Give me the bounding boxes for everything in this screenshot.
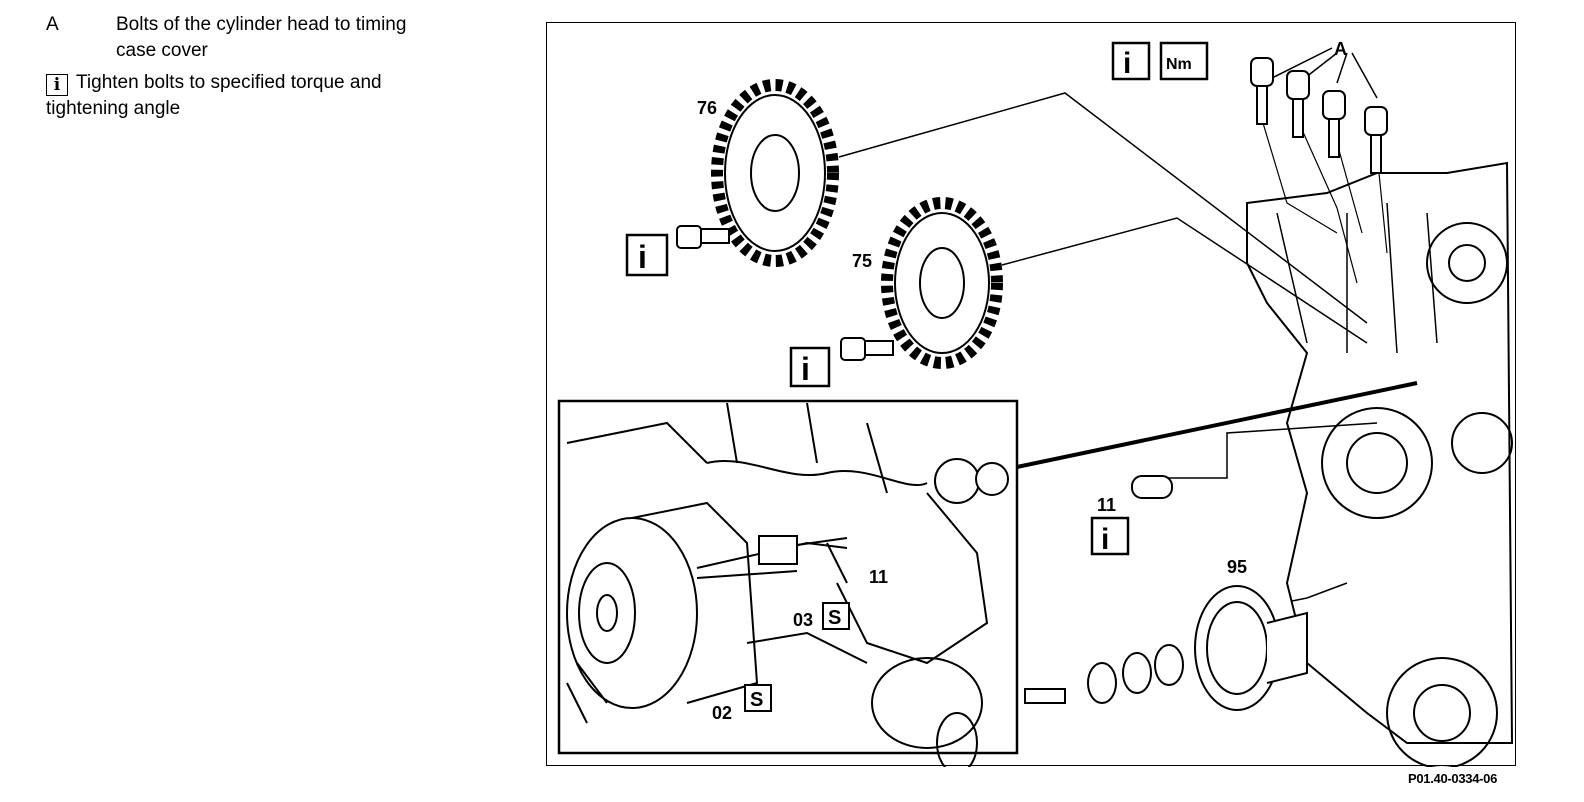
torque-symbol-a xyxy=(1159,41,1209,81)
inset-callout-11: 11 xyxy=(869,567,888,587)
pin-11 xyxy=(1131,475,1173,499)
legend-note-line1: Tighten bolts to specified torque and xyxy=(76,72,382,93)
sprocket-76-bolt xyxy=(676,225,702,249)
inset-callout-03: 03 xyxy=(793,610,813,630)
torque-symbol-a-glyph: Nm xyxy=(1166,56,1192,73)
sprocket-75 xyxy=(881,197,1003,369)
info-symbol-75-glyph: i xyxy=(801,351,810,387)
legend-note-line2: tightening angle xyxy=(46,98,181,119)
callout-11: 11 xyxy=(1097,495,1116,515)
legend-item-a: A Bolts of the cylinder head to timing c… xyxy=(46,12,466,64)
info-icon: i xyxy=(46,74,68,96)
legend-text-a-line1: Bolts of the cylinder head to timing xyxy=(116,14,407,35)
bolt-a-1-head xyxy=(1250,57,1274,87)
engine-block xyxy=(1246,161,1514,744)
pulley-95-assembly xyxy=(1024,585,1308,711)
info-symbol-75 xyxy=(789,346,831,388)
info-symbol-11 xyxy=(1090,516,1130,556)
callout-75: 75 xyxy=(852,251,872,271)
legend-text-a-line2: case cover xyxy=(116,40,208,61)
tool-symbol-03-glyph: S xyxy=(828,607,841,629)
inset-nut xyxy=(758,535,798,565)
bolt-a-3-head xyxy=(1322,90,1346,120)
figure-code: P01.40-0334-06 xyxy=(1408,771,1498,786)
sprocket-75-bolt xyxy=(840,337,866,361)
callout-95: 95 xyxy=(1227,557,1247,577)
info-symbol-a xyxy=(1111,41,1151,81)
legend-text-a: Bolts of the cylinder head to timing cas… xyxy=(116,12,406,64)
callout-a: A xyxy=(1334,39,1347,59)
info-symbol-a-glyph: i xyxy=(1123,47,1131,80)
info-symbol-11-glyph: i xyxy=(1101,523,1109,556)
legend-note: i Tighten bolts to specified torque and t… xyxy=(46,70,466,122)
inset-tool-box-02 xyxy=(744,684,772,712)
legend-key-a: A xyxy=(46,14,59,35)
callout-76: 76 xyxy=(697,98,717,118)
tool-symbol-02-glyph: S xyxy=(750,689,763,711)
inset-callout-02: 02 xyxy=(712,703,732,723)
inset-detail xyxy=(557,399,1019,767)
legend: A Bolts of the cylinder head to timing c… xyxy=(46,12,466,122)
inset-tool-box-03 xyxy=(822,602,850,630)
bolt-a-4-head xyxy=(1364,106,1388,136)
sprocket-76 xyxy=(711,79,839,267)
info-symbol-76-glyph: i xyxy=(638,239,647,275)
exploded-view-drawing: 76 75 A 11 95 11 03 02 i Nm i i i S S xyxy=(557,39,1514,767)
bolt-a-2-head xyxy=(1286,70,1310,100)
pulley-bolt xyxy=(1024,688,1066,704)
exploded-view-figure: 76 75 A 11 95 11 03 02 i Nm i i i S S xyxy=(546,22,1516,767)
info-symbol-76 xyxy=(625,233,669,277)
